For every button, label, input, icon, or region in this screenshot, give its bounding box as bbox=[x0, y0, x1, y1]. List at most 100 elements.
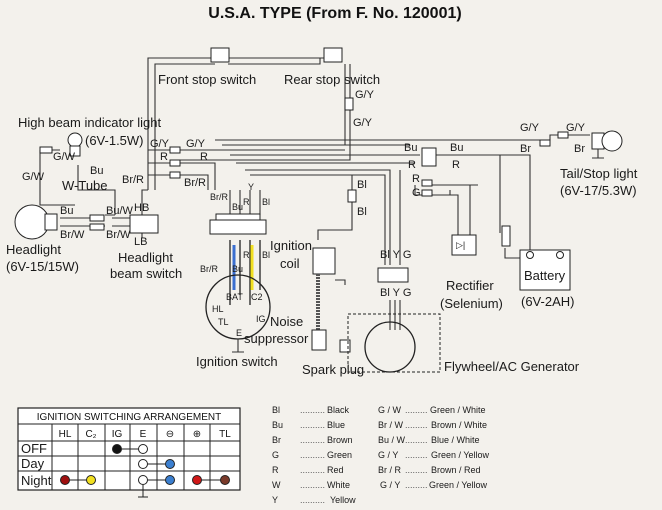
flywheel-ac-generator: Bl Y G Bl Y G Flywheel/AC Generator bbox=[347, 249, 580, 374]
svg-text:Blue: Blue bbox=[327, 420, 345, 430]
diagram-title: U.S.A. TYPE (From F. No. 120001) bbox=[208, 5, 461, 22]
svg-text:TL: TL bbox=[218, 317, 229, 327]
svg-text:E: E bbox=[140, 429, 147, 440]
dot-off-ig bbox=[112, 444, 122, 454]
svg-text:⊕: ⊕ bbox=[193, 429, 201, 440]
svg-text:C2: C2 bbox=[251, 292, 263, 302]
svg-text:Green: Green bbox=[327, 450, 352, 460]
svg-text:..........: .......... bbox=[300, 495, 325, 505]
ignition-switching-table: IGNITION SWITCHING ARRANGEMENT HL C₂ IG … bbox=[17, 407, 241, 498]
svg-text:Blue / White: Blue / White bbox=[431, 435, 480, 445]
legend-right: G / W.........Green / White Br / W......… bbox=[378, 405, 490, 490]
svg-text:Bu/W: Bu/W bbox=[106, 205, 134, 217]
svg-text:Ignition switch: Ignition switch bbox=[196, 354, 278, 369]
svg-text:suppressor: suppressor bbox=[244, 331, 309, 346]
svg-text:G / W: G / W bbox=[378, 405, 402, 415]
wire-label: G/Y bbox=[355, 89, 375, 101]
svg-text:..........: .......... bbox=[300, 465, 325, 475]
svg-text:High beam indicator light: High beam indicator light bbox=[18, 115, 161, 130]
svg-text:HB: HB bbox=[134, 202, 149, 214]
svg-text:Bl Y G: Bl Y G bbox=[380, 249, 411, 261]
svg-text:(6V-1.5W): (6V-1.5W) bbox=[85, 133, 144, 148]
svg-text:BAT: BAT bbox=[226, 292, 243, 302]
wire-label: Br/R bbox=[122, 174, 144, 186]
svg-text:Black: Black bbox=[327, 405, 350, 415]
noise-suppressor: Noise suppressor bbox=[244, 314, 327, 351]
svg-text:⊖: ⊖ bbox=[166, 429, 174, 440]
svg-text:G / Y: G / Y bbox=[378, 450, 398, 460]
svg-text:.........: ......... bbox=[405, 405, 428, 415]
svg-text:..........: .......... bbox=[300, 435, 325, 445]
wire-label: R bbox=[412, 173, 420, 185]
dot-night-tl bbox=[220, 475, 230, 485]
svg-text:Bu: Bu bbox=[232, 264, 243, 274]
svg-text:..........: .......... bbox=[300, 420, 325, 430]
dot-night-e bbox=[138, 475, 148, 485]
svg-text:Front stop switch: Front stop switch bbox=[158, 72, 256, 87]
svg-text:Red: Red bbox=[327, 465, 344, 475]
wire-label: R bbox=[160, 151, 168, 163]
svg-text:Noise: Noise bbox=[270, 314, 303, 329]
svg-text:Rectifier: Rectifier bbox=[446, 278, 494, 293]
svg-text:TL: TL bbox=[219, 429, 231, 440]
svg-text:(6V-2AH): (6V-2AH) bbox=[521, 294, 574, 309]
svg-text:E: E bbox=[236, 328, 242, 338]
spark-plug: Spark plug bbox=[302, 339, 364, 377]
ignition-switch: Br/R Bu Y R Bl Br/R Bu R Bl HL TL E BAT … bbox=[196, 182, 278, 369]
wire-label: R bbox=[200, 151, 208, 163]
dot-night-c2 bbox=[86, 475, 96, 485]
connectors bbox=[39, 97, 569, 231]
w-tube-label: W-Tube bbox=[62, 178, 108, 193]
wire-label: Bu bbox=[90, 165, 103, 177]
svg-text:.........: ......... bbox=[405, 435, 428, 445]
front-stop-switch: Front stop switch bbox=[158, 47, 256, 87]
svg-text:Br/R: Br/R bbox=[210, 192, 229, 202]
headlight: Bu Br/W Bu/W Br/W Headlight (6V-15/15W) bbox=[6, 204, 134, 274]
svg-text:C₂: C₂ bbox=[85, 429, 96, 440]
svg-text:Bu: Bu bbox=[60, 205, 73, 217]
wire-label: G/Y bbox=[353, 117, 373, 129]
svg-text:Br/W: Br/W bbox=[106, 229, 131, 241]
svg-text:(6V-17/5.3W): (6V-17/5.3W) bbox=[560, 183, 637, 198]
svg-text:W: W bbox=[272, 480, 281, 490]
dot-night-hl bbox=[60, 475, 70, 485]
svg-text:(Selenium): (Selenium) bbox=[440, 296, 503, 311]
svg-text:Bl: Bl bbox=[357, 206, 367, 218]
wire-label: Br/R bbox=[184, 177, 206, 189]
svg-text:R: R bbox=[243, 250, 250, 260]
svg-text:Y: Y bbox=[248, 182, 254, 192]
svg-text:coil: coil bbox=[280, 256, 300, 271]
dot-off-e bbox=[138, 444, 148, 454]
svg-text:Ignition: Ignition bbox=[270, 238, 312, 253]
wire-label: G/Y bbox=[150, 138, 170, 150]
svg-text:Br / R: Br / R bbox=[378, 465, 402, 475]
svg-text:Bl: Bl bbox=[272, 405, 280, 415]
svg-text:HL: HL bbox=[212, 304, 224, 314]
svg-text:R: R bbox=[272, 465, 279, 475]
fuse bbox=[501, 225, 511, 247]
dot-night-minus bbox=[165, 475, 175, 485]
svg-text:Spark plug: Spark plug bbox=[302, 362, 364, 377]
svg-text:Flywheel/AC Generator: Flywheel/AC Generator bbox=[444, 359, 580, 374]
svg-text:Yellow: Yellow bbox=[330, 495, 356, 505]
svg-text:G/W: G/W bbox=[53, 151, 76, 163]
svg-text:LB: LB bbox=[134, 236, 147, 248]
svg-text:IG: IG bbox=[256, 314, 266, 324]
svg-text:Headlight: Headlight bbox=[6, 242, 61, 257]
wire-label: Bu bbox=[404, 142, 417, 154]
svg-text:Bu: Bu bbox=[232, 202, 243, 212]
wire-label: Bu bbox=[450, 142, 463, 154]
svg-text:HL: HL bbox=[59, 429, 72, 440]
svg-text:Br/W: Br/W bbox=[60, 229, 85, 241]
row-label-off: OFF bbox=[21, 441, 47, 456]
svg-text:G: G bbox=[272, 450, 279, 460]
svg-text:.........: ......... bbox=[405, 465, 428, 475]
svg-text:Bl: Bl bbox=[357, 179, 367, 191]
svg-text:Rear stop switch: Rear stop switch bbox=[284, 72, 380, 87]
svg-text:Brown / White: Brown / White bbox=[431, 420, 487, 430]
wire-label: G/Y bbox=[186, 138, 206, 150]
svg-text:G/W: G/W bbox=[22, 171, 45, 183]
rear-stop-switch: Rear stop switch bbox=[284, 47, 380, 87]
dot-day-minus bbox=[165, 459, 175, 469]
